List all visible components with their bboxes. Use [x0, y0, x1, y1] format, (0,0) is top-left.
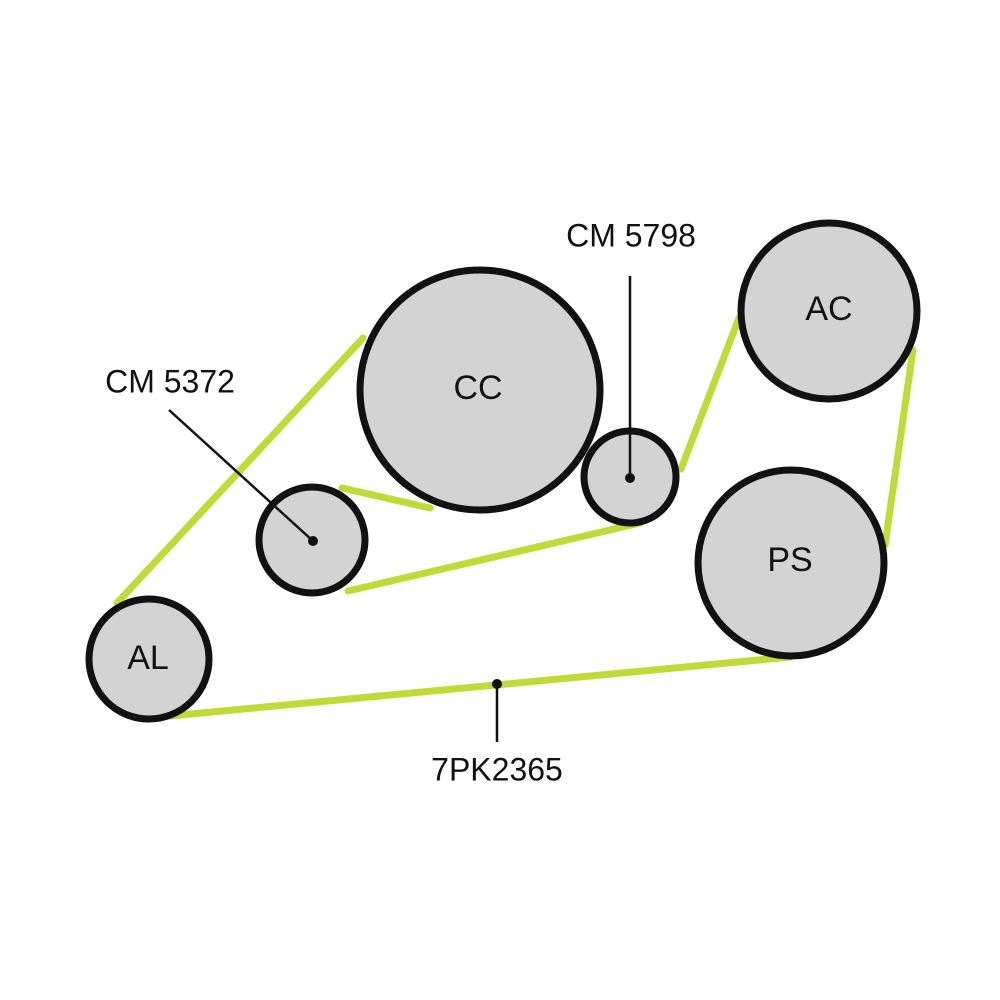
- callout-label-belt: 7PK2365: [431, 751, 563, 787]
- belt-segment-idler-left-to-idler-right: [344, 519, 644, 595]
- pulley-ac: AC: [737, 219, 921, 403]
- pulley-ps: PS: [694, 466, 888, 660]
- pulley-ps-label: PS: [767, 541, 812, 579]
- belt-segment-idler-right-to-ac: [677, 314, 743, 473]
- belt-segment-al-to-cc: [113, 334, 367, 607]
- callout-label-idler-right: CM 5798: [566, 217, 696, 253]
- pulley-cc-label: CC: [453, 369, 502, 407]
- belt-segment-ps-to-al: [166, 653, 794, 720]
- belt-segment-idler-left-to-cc: [338, 484, 434, 512]
- belt-segment-ac-to-ps: [881, 346, 917, 549]
- pulley-ac-label: AC: [805, 290, 852, 328]
- pulley-cc: CC: [356, 266, 604, 514]
- callout-label-idler-left: CM 5372: [105, 363, 235, 399]
- serpentine-belt: [113, 314, 917, 720]
- pulley-al: AL: [85, 595, 213, 723]
- callout-leaders: [168, 276, 632, 742]
- leader-line-idler-left: [168, 409, 314, 542]
- belt-callout-dot: [492, 679, 502, 689]
- pulley-al-label: AL: [127, 639, 169, 677]
